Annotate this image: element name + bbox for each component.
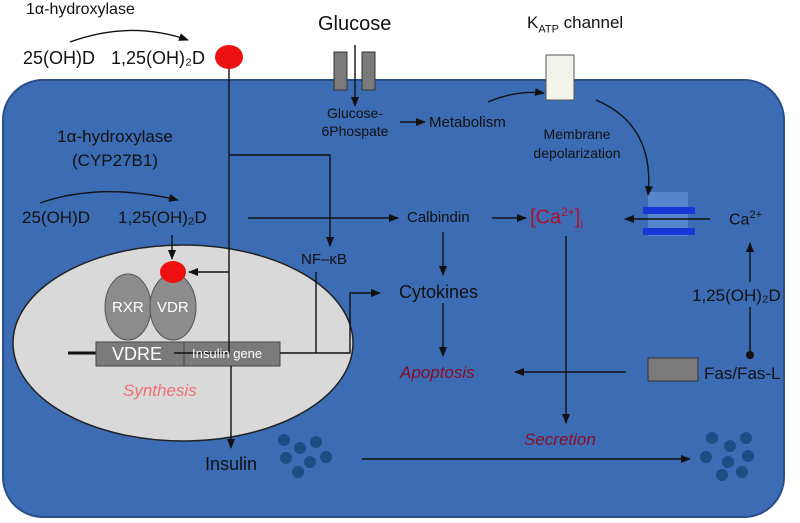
insulin-granule bbox=[294, 442, 306, 454]
katp-subscript: ATP bbox=[538, 23, 559, 36]
insulin-granule bbox=[716, 469, 728, 481]
label-vdre: VDRE bbox=[112, 344, 163, 364]
label-membrane-1: Membrane bbox=[543, 126, 611, 142]
arrow-hydroxylase-outer bbox=[69, 29, 189, 43]
insulin-granule bbox=[278, 434, 290, 446]
vdre-element bbox=[95, 341, 185, 367]
insulin-granule bbox=[292, 466, 304, 478]
label-nfkb: NF–κB bbox=[301, 251, 347, 268]
katp-rest: channel bbox=[558, 13, 624, 32]
insulin-gene-element bbox=[183, 341, 281, 367]
label-calbindin: Calbindin bbox=[407, 209, 470, 226]
label-active-right: 1,25(OH)₂D bbox=[692, 286, 781, 305]
arrow-to-nfkb bbox=[229, 154, 334, 247]
insulin-granule bbox=[304, 456, 316, 468]
label-hydroxylase-inner-2: (CYP27B1) bbox=[72, 151, 158, 170]
label-extracellular-calcium: Ca2+ bbox=[729, 210, 762, 228]
ca-bracket-close: ] bbox=[574, 206, 581, 229]
line-ligand-to-nucleus bbox=[174, 69, 230, 354]
ca-ext-text: Ca bbox=[729, 211, 750, 229]
label-fas: Fas/Fas-L bbox=[704, 364, 781, 383]
label-membrane-2: depolarization bbox=[533, 145, 621, 161]
insulin-granule bbox=[724, 440, 736, 452]
label-precursor-inner: 25(OH)D bbox=[22, 208, 91, 227]
ligand-marker-nucleus bbox=[160, 261, 186, 283]
label-apoptosis: Apoptosis bbox=[400, 363, 475, 382]
katp-k: K bbox=[527, 13, 539, 32]
katp-channel bbox=[545, 54, 575, 101]
label-insulin-gene: Insulin gene bbox=[192, 346, 263, 361]
label-secretion: Secretion bbox=[524, 430, 596, 449]
arrow-hydroxylase-inner bbox=[39, 191, 179, 204]
insulin-granule bbox=[310, 436, 322, 448]
label-cytokines: Cytokines bbox=[399, 282, 479, 302]
insulin-granule bbox=[700, 451, 712, 463]
ca-subscript: i bbox=[580, 217, 584, 232]
label-katp-channel: KATP channel bbox=[527, 14, 623, 35]
label-glucose6p-2: 6Phospate bbox=[321, 123, 389, 139]
line-gene-out bbox=[280, 289, 381, 354]
label-metabolism: Metabolism bbox=[429, 114, 506, 131]
ca-ext-superscript: 2+ bbox=[749, 209, 762, 221]
insulin-granule bbox=[320, 451, 332, 463]
insulin-granule bbox=[280, 452, 292, 464]
insulin-granule bbox=[722, 456, 734, 468]
label-active-inner: 1,25(OH)₂D bbox=[118, 208, 207, 227]
arrow-depolarization bbox=[595, 99, 653, 196]
label-glucose6p-1: Glucose- bbox=[326, 105, 384, 121]
ligand-marker-top bbox=[215, 45, 243, 69]
label-insulin: Insulin bbox=[205, 454, 258, 474]
insulin-granule bbox=[742, 450, 754, 462]
insulin-granule bbox=[736, 466, 748, 478]
label-precursor-outer: 25(OH)D bbox=[23, 48, 96, 68]
ca-superscript: 2+ bbox=[561, 205, 575, 219]
label-vdr: VDR bbox=[157, 299, 189, 316]
calcium-channel-bar-top bbox=[643, 207, 695, 214]
insulin-granule bbox=[706, 432, 718, 444]
ca-bracket-open: [Ca bbox=[530, 206, 562, 229]
calcium-channel-bar-bottom bbox=[643, 228, 695, 235]
arrow-metabolism-to-katp bbox=[487, 88, 545, 103]
insulin-granule bbox=[740, 432, 752, 444]
insulin-granules-cell bbox=[278, 434, 332, 478]
label-active-outer: 1,25(OH)₂D bbox=[111, 48, 206, 68]
label-synthesis: Synthesis bbox=[123, 381, 197, 400]
label-hydroxylase-inner-1: 1α-hydroxylase bbox=[57, 127, 173, 146]
glucose-transporter-right bbox=[361, 51, 376, 91]
glucose-transporter-left bbox=[333, 51, 348, 91]
label-glucose: Glucose bbox=[318, 13, 392, 35]
label-rxr: RXR bbox=[112, 299, 144, 316]
fas-binding-dot bbox=[746, 351, 754, 359]
insulin-granules-secreted bbox=[700, 432, 754, 481]
fas-receptor bbox=[647, 357, 699, 382]
label-hydroxylase-outer: 1α-hydroxylase bbox=[26, 1, 135, 18]
label-intracellular-calcium: [Ca2+]i bbox=[530, 206, 583, 231]
